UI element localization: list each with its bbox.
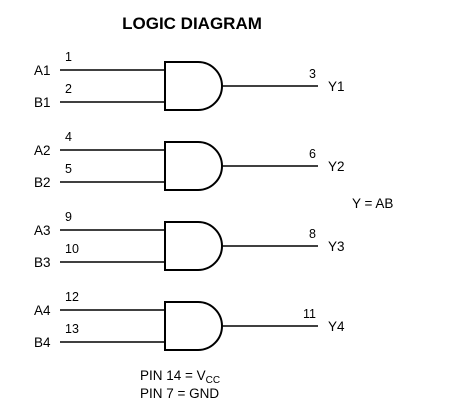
input-a-pin-1: 1 <box>65 50 72 64</box>
and-gate-4 <box>164 301 223 351</box>
output-label-3: Y3 <box>328 239 345 254</box>
input-a-pin-2: 4 <box>65 130 72 144</box>
output-pin-4: 11 <box>303 307 316 321</box>
input-a-label-1: A1 <box>34 63 51 78</box>
input-b-pin-3: 10 <box>65 242 79 256</box>
input-b-pin-1: 2 <box>65 82 72 96</box>
power-pin-prefix: PIN 14 = V <box>140 368 206 383</box>
and-gate-2 <box>164 141 223 191</box>
ground-pin-label: PIN 7 = GND <box>140 386 219 401</box>
and-gate-3 <box>164 221 223 271</box>
output-label-4: Y4 <box>328 319 345 334</box>
input-a-pin-4: 12 <box>65 290 79 304</box>
input-b-label-2: B2 <box>34 175 51 190</box>
input-a-label-4: A4 <box>34 303 51 318</box>
input-b-pin-4: 13 <box>65 322 79 336</box>
input-a-label-3: A3 <box>34 223 51 238</box>
output-pin-1: 3 <box>309 67 316 81</box>
equation-label: Y = AB <box>352 196 393 211</box>
output-label-2: Y2 <box>328 159 345 174</box>
output-label-1: Y1 <box>328 79 345 94</box>
input-a-pin-3: 9 <box>65 210 72 224</box>
input-b-label-4: B4 <box>34 335 51 350</box>
output-pin-2: 6 <box>309 147 316 161</box>
power-pin-label: PIN 14 = VCC <box>140 368 220 386</box>
input-b-pin-2: 5 <box>65 162 72 176</box>
input-b-label-1: B1 <box>34 95 51 110</box>
and-gate-1 <box>164 61 223 111</box>
input-a-label-2: A2 <box>34 143 51 158</box>
output-pin-3: 8 <box>309 227 316 241</box>
power-pin-subscript: CC <box>206 375 220 386</box>
diagram-title: LOGIC DIAGRAM <box>122 14 262 33</box>
input-b-label-3: B3 <box>34 255 51 270</box>
